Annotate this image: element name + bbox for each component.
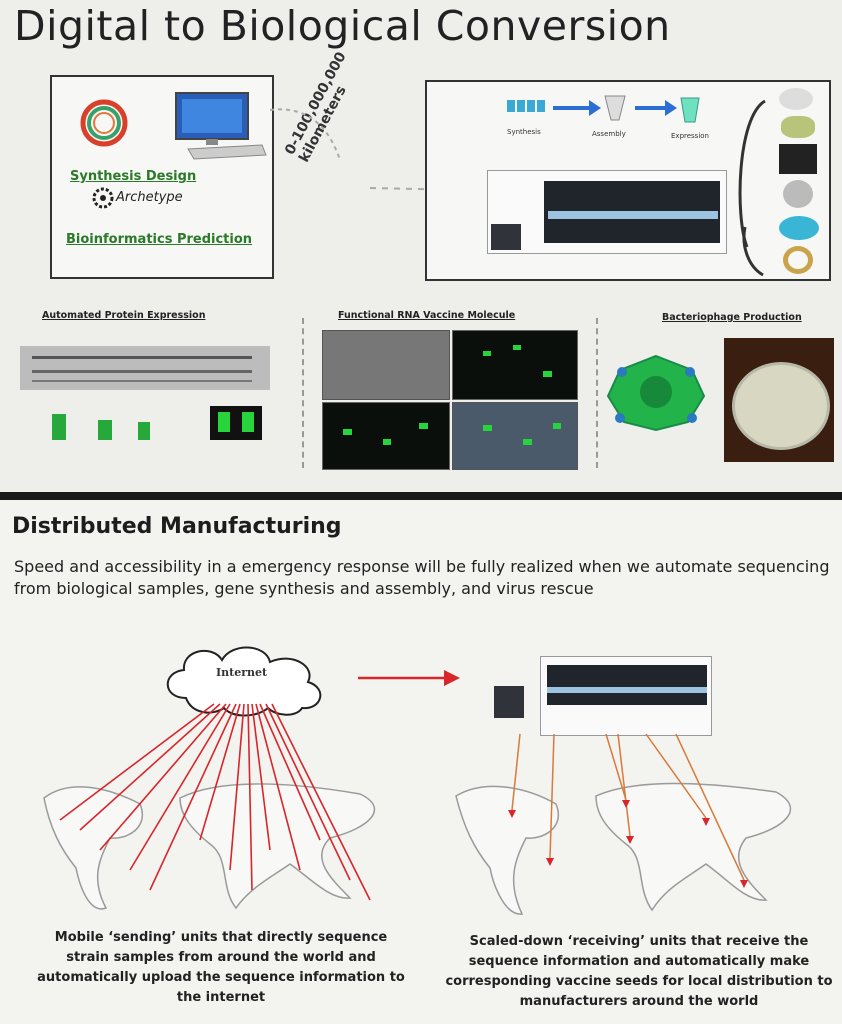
fluor-cell [513, 345, 521, 350]
product-cell-icon [779, 216, 819, 240]
fluor-cell [383, 439, 391, 445]
fluor-cell [483, 351, 491, 356]
microscopy-fluor-1 [452, 330, 578, 400]
protein-expression-panel [10, 328, 290, 468]
machine-side [491, 224, 521, 250]
slide2-paragraph: Speed and accessibility in a emergency r… [14, 557, 830, 598]
internet-cloud-icon [166, 646, 322, 717]
phage-structure-icon [606, 354, 706, 432]
machine-side [494, 686, 524, 718]
fluor-cell [343, 429, 352, 435]
slide-digital-to-biological: Digital to Biological Conversion Synthes… [0, 0, 842, 492]
product-structure-icon [781, 116, 815, 138]
microscopy-merge [452, 402, 578, 470]
upload-rays [59, 703, 371, 901]
transfer-arrow [358, 670, 460, 686]
design-box: Synthesis Design Archetype Bioinformatic… [50, 75, 274, 279]
distribution-arrows [508, 733, 748, 888]
fluor-tube [218, 412, 230, 432]
microscopy-brightfield [322, 330, 450, 400]
yield-bar [138, 422, 150, 440]
rna-vaccine-heading: Functional RNA Vaccine Molecule [338, 310, 516, 321]
slide1-title: Digital to Biological Conversion [14, 2, 671, 50]
product-virus-icon [783, 180, 813, 208]
gel-band [32, 356, 252, 359]
fluor-cell [419, 423, 428, 429]
internet-label: Internet [216, 666, 268, 679]
yield-bar [98, 420, 112, 440]
product-phage-icon [779, 144, 817, 174]
fluor-tube [242, 412, 254, 432]
step-assembly: Assembly [592, 130, 626, 138]
machine-stripe [547, 687, 707, 693]
fluor-cell [483, 425, 492, 431]
machine-stripe [548, 211, 718, 219]
gel-band [32, 370, 252, 373]
product-ring-icon [783, 246, 813, 274]
receiving-machine [540, 656, 712, 736]
caption-receiving-units: Scaled-down ‘receiving’ units that recei… [445, 934, 833, 1009]
computer-icon [175, 92, 267, 160]
rna-vaccine-panel [320, 328, 580, 472]
phage-heading: Bacteriophage Production [662, 312, 802, 323]
bioinformatics-label: Bioinformatics Prediction [66, 232, 253, 247]
microscopy-fluor-2 [322, 402, 450, 470]
divider [302, 318, 304, 468]
petri-dish [732, 362, 830, 450]
archetype-label: Archetype [116, 190, 183, 205]
fluor-cell [553, 423, 561, 429]
fluor-cell [523, 439, 532, 445]
world-map-left [43, 783, 376, 910]
petri-dish-photo [724, 338, 834, 462]
step-synthesis: Synthesis [507, 128, 541, 136]
gel-band [32, 380, 252, 382]
machine-window [547, 665, 707, 705]
transfer-dashes [270, 108, 471, 191]
protein-expression-heading: Automated Protein Expression [42, 310, 206, 321]
slide2-title: Distributed Manufacturing [12, 514, 342, 539]
caption-sending-units: Mobile ‘sending’ units that directly seq… [37, 930, 405, 1005]
gel-image [20, 346, 270, 390]
plasmid-icon [80, 99, 128, 147]
slide-distributed-manufacturing: Distributed Manufacturing Speed and acce… [0, 500, 842, 1024]
workflow-steps [507, 95, 700, 123]
archetype-logo-icon [92, 187, 114, 209]
yield-bar [52, 414, 66, 440]
machine-box: Synthesis Assembly Expression [425, 80, 831, 281]
product-bracket [738, 99, 766, 277]
synthesis-design-label: Synthesis Design [70, 169, 197, 184]
fluor-cell [543, 371, 552, 377]
world-map-right [455, 782, 792, 915]
divider [596, 318, 598, 468]
product-protein-icon [779, 88, 813, 110]
synthesis-machine [487, 170, 727, 254]
fluor-tubes [210, 406, 262, 440]
step-expression: Expression [671, 132, 709, 140]
